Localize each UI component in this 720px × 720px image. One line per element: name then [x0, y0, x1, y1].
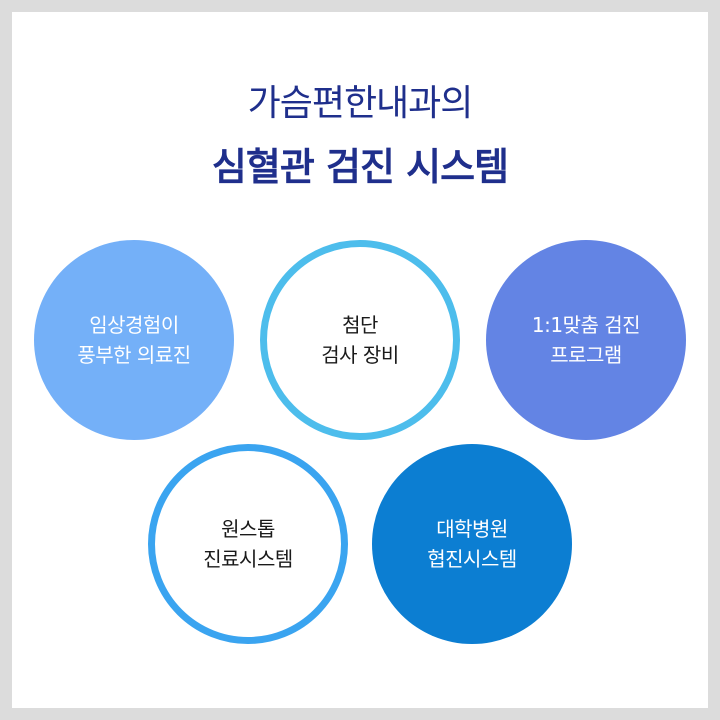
feature-label: 1:1맞춤 검진 프로그램 [531, 313, 641, 367]
feature-label: 첨단 검사 장비 [321, 313, 399, 367]
feature-label: 원스톱 진료시스템 [203, 517, 293, 571]
feature-circle-one-stop-system: 원스톱 진료시스템 [148, 444, 348, 644]
feature-circle-advanced-equipment: 첨단 검사 장비 [260, 240, 460, 440]
feature-circle-hospital-cooperation: 대학병원 협진시스템 [372, 444, 572, 644]
title-main: 심혈관 검진 시스템 [211, 145, 509, 189]
feature-circle-experienced-staff: 임상경험이 풍부한 의료진 [34, 240, 234, 440]
title-clinic-name: 가슴편한내과의 [247, 83, 474, 124]
feature-label: 대학병원 협진시스템 [427, 517, 517, 571]
feature-label: 임상경험이 풍부한 의료진 [77, 313, 191, 367]
feature-circle-custom-program: 1:1맞춤 검진 프로그램 [486, 240, 686, 440]
